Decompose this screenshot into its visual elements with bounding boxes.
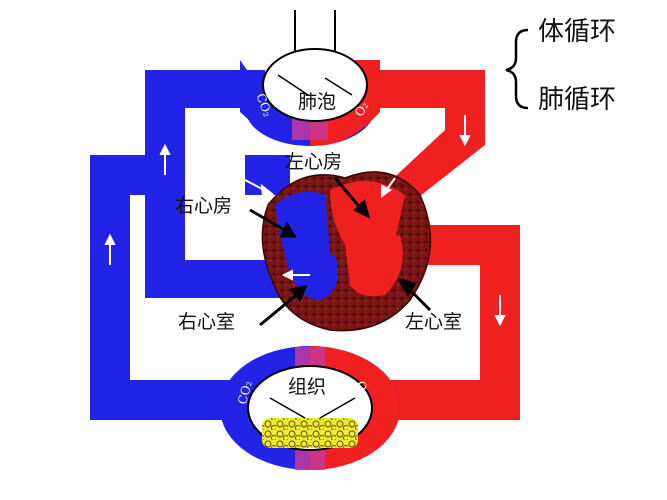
right-ventricle-pointer — [259, 290, 301, 327]
tissue-cells — [262, 418, 358, 448]
pulmonary-vein — [370, 70, 485, 200]
legend-pulmonary: 肺循环 — [538, 85, 616, 115]
left-ventricle-chamber — [345, 235, 403, 297]
alveolus-label: 肺泡 — [298, 91, 336, 113]
tissue: 组织 CO₂ O₂ — [235, 365, 373, 451]
tissue-co2-arrow — [269, 397, 306, 419]
aorta-bottom — [385, 380, 520, 420]
right-ventricle-label: 右心室 — [178, 311, 235, 333]
systemic-vein-left — [90, 155, 130, 415]
legend-systemic: 体循环 — [538, 17, 616, 47]
right-atrium-pointer — [249, 208, 289, 234]
left-ventricle-label: 左心室 — [405, 311, 462, 333]
left-atrium-pointer — [333, 177, 364, 211]
alveolus-exchange-zone — [292, 118, 328, 140]
tissue-o2-label: O₂ — [353, 379, 373, 399]
legend-brace — [505, 28, 529, 110]
heart — [261, 171, 432, 332]
right-atrium-label: 右心房 — [175, 195, 232, 217]
alveolus-o2-label: O₂ — [352, 99, 372, 119]
alveolus: 肺泡 CO₂ O₂ — [253, 10, 372, 122]
tissue-co2-label: CO₂ — [235, 379, 255, 406]
flow-arrows — [104, 115, 506, 327]
tissue-label: 组织 — [288, 376, 326, 398]
tissue-o2-arrow — [319, 397, 356, 419]
alveolus-sac — [262, 48, 368, 122]
legend: 体循环 肺循环 — [505, 17, 616, 115]
alveolus-o2-arrow — [324, 77, 353, 96]
pointer-arrows — [249, 177, 432, 327]
right-ventricle-chamber — [285, 255, 338, 300]
alveolus-co2-arrow — [277, 74, 309, 96]
left-atrium-label: 左心房 — [285, 151, 342, 173]
